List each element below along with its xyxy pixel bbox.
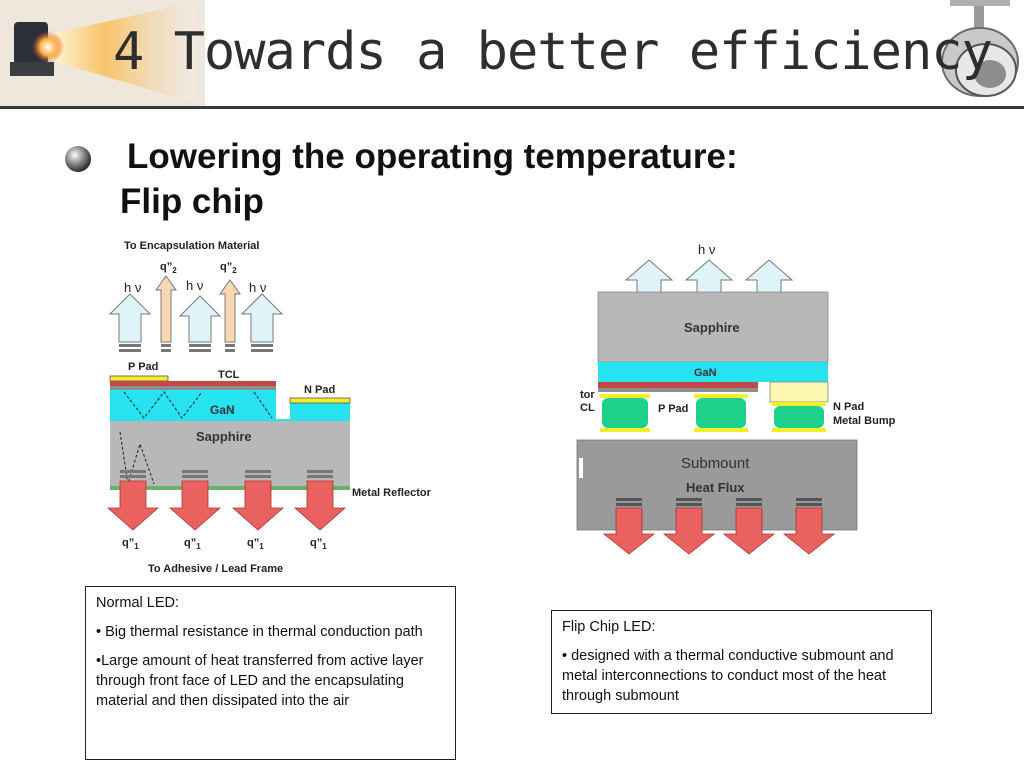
p-pad-label: P Pad bbox=[128, 361, 158, 373]
tor-label: tor bbox=[580, 389, 595, 401]
sapphire-label-fc: Sapphire bbox=[684, 320, 740, 335]
sapphire-label: Sapphire bbox=[196, 429, 252, 444]
metal-reflector-label: Metal Reflector bbox=[352, 487, 432, 499]
heat-arrow-fc-4 bbox=[782, 498, 836, 555]
slide-header: 4 Towards a better efficiency bbox=[0, 0, 1024, 109]
normal-led-note-point-2: •Large amount of heat transferred from a… bbox=[96, 653, 424, 709]
q2-label-2: q”2 bbox=[220, 261, 237, 275]
p-pad-top-2 bbox=[694, 394, 748, 398]
n-contact-fc bbox=[769, 381, 829, 403]
submount-label: Submount bbox=[681, 455, 750, 472]
q1-label-2: q”1 bbox=[184, 537, 201, 551]
q2-label-1: q”2 bbox=[160, 261, 177, 275]
bullet-heading: Lowering the operating temperature: bbox=[127, 137, 738, 176]
n-pad-top bbox=[772, 402, 826, 406]
heat-arrow-3 bbox=[231, 470, 285, 531]
light-arrow-2 bbox=[178, 295, 222, 352]
heat-arrow-2 bbox=[168, 470, 222, 531]
flip-chip-note-point-1: • designed with a thermal conductive sub… bbox=[562, 648, 894, 704]
metal-reflector-layer bbox=[110, 486, 350, 490]
light-arrow-1 bbox=[108, 293, 152, 352]
light-beam-image bbox=[0, 0, 205, 106]
heat-arrow-fc-1 bbox=[602, 498, 656, 555]
normal-led-note: Normal LED: • Big thermal resistance in … bbox=[85, 586, 456, 760]
cl-label: CL bbox=[580, 402, 595, 414]
flip-chip-diagram: h ν Sapphire GaN tor CL P Pad N Pad Meta… bbox=[576, 242, 896, 555]
spotlight-image bbox=[930, 0, 1024, 106]
p-pad-top-1 bbox=[600, 394, 650, 398]
gan-layer-fc bbox=[598, 362, 828, 382]
heat-arrow-fc-2 bbox=[662, 498, 716, 555]
top-label: To Encapsulation Material bbox=[124, 240, 260, 252]
p-pad-label-fc: P Pad bbox=[658, 403, 688, 415]
n-pad-label-fc: N Pad bbox=[833, 401, 864, 413]
hv-label-top: h ν bbox=[698, 242, 715, 257]
hv-label-3: h ν bbox=[249, 280, 266, 295]
normal-led-note-point-1: • Big thermal resistance in thermal cond… bbox=[96, 624, 423, 640]
q1-label-3: q”1 bbox=[247, 537, 264, 551]
gan-label-fc: GaN bbox=[694, 367, 717, 379]
normal-led-diagram: To Encapsulation Material q”2 q”2 h ν h … bbox=[106, 240, 432, 575]
bullet-subheading: Flip chip bbox=[120, 182, 264, 221]
slide-title: 4 Towards a better efficiency bbox=[113, 22, 993, 82]
q2-arrow-2 bbox=[219, 279, 241, 352]
heat-flux-label: Heat Flux bbox=[686, 480, 745, 495]
flip-chip-note-heading: Flip Chip LED: bbox=[562, 619, 656, 635]
bump-pad-2 bbox=[694, 428, 748, 432]
n-pad-label: N Pad bbox=[304, 384, 335, 396]
bump-2 bbox=[696, 398, 746, 428]
bump-1 bbox=[602, 398, 648, 428]
tcl-sub-layer-fc bbox=[598, 388, 758, 392]
hv-label-1: h ν bbox=[124, 280, 141, 295]
bump-pad-1 bbox=[600, 428, 650, 432]
q2-arrow-1 bbox=[155, 275, 177, 352]
q1-label-1: q”1 bbox=[122, 537, 139, 551]
bump-3 bbox=[774, 406, 824, 428]
heat-arrow-4 bbox=[293, 470, 347, 531]
gan-label: GaN bbox=[210, 403, 235, 417]
gan-layer bbox=[110, 390, 350, 421]
sapphire-layer-fc bbox=[597, 291, 829, 363]
flip-chip-note: Flip Chip LED: • designed with a thermal… bbox=[551, 610, 932, 714]
tcl-layer-fc bbox=[598, 382, 758, 388]
light-arrow-3 bbox=[240, 293, 284, 352]
hv-label-2: h ν bbox=[186, 278, 203, 293]
tcl-layer bbox=[110, 381, 276, 386]
bump-pad-3 bbox=[772, 428, 826, 432]
tcl-label: TCL bbox=[218, 369, 240, 381]
tcl-sub-layer bbox=[110, 386, 276, 390]
heat-arrow-1 bbox=[106, 470, 160, 531]
header-divider bbox=[0, 106, 1024, 109]
n-pad-layer bbox=[289, 397, 351, 404]
q1-label-4: q”1 bbox=[310, 537, 327, 551]
p-pad-layer bbox=[109, 375, 169, 382]
normal-led-note-heading: Normal LED: bbox=[96, 595, 179, 611]
submount-edge bbox=[579, 458, 583, 478]
heat-arrow-fc-3 bbox=[722, 498, 776, 555]
bottom-label: To Adhesive / Lead Frame bbox=[148, 563, 283, 575]
metal-bump-label: Metal Bump bbox=[833, 415, 896, 427]
sphere-bullet-icon bbox=[65, 146, 91, 172]
